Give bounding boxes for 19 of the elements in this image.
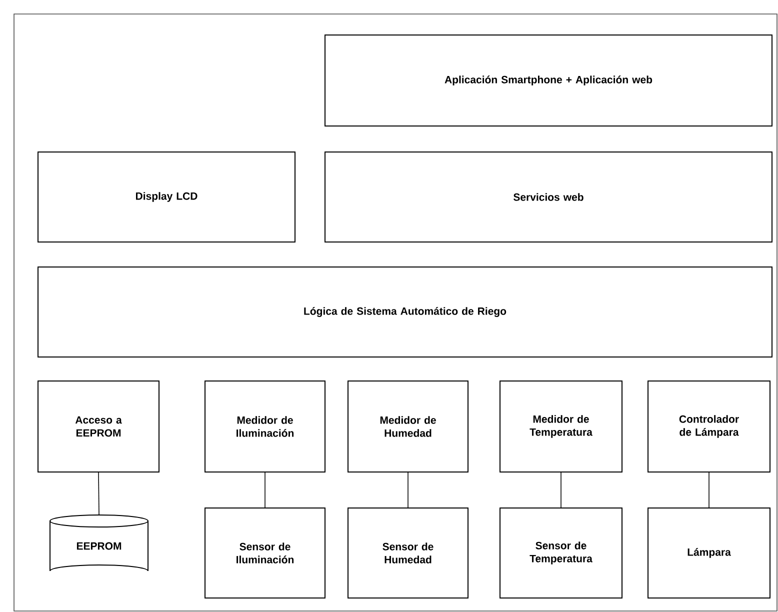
process-box: Medidor de Temperatura: [500, 380, 622, 472]
process-box: Sensor de Temperatura: [500, 508, 622, 598]
process-box: Servicios web: [324, 152, 772, 242]
process-box: Medidor de Humedad: [348, 380, 468, 472]
process-box: Medidor de Iluminación: [204, 380, 326, 472]
process-box: Display LCD: [38, 152, 296, 242]
connector-line: [708, 472, 710, 508]
process-box: Aplicación Smartphone + Aplicación web: [324, 34, 772, 126]
connector-line: [560, 472, 562, 508]
connector-line: [98, 472, 100, 516]
process-box: Lámpara: [648, 508, 770, 598]
node-label: EEPROM: [76, 542, 122, 550]
storage-cylinder: EEPROM: [50, 514, 148, 572]
process-box: Acceso a EEPROM: [38, 380, 160, 472]
connector-line: [264, 472, 266, 508]
process-box: Sensor de Iluminación: [204, 508, 326, 598]
process-box: Lógica de Sistema Automático de Riego: [38, 266, 772, 358]
process-box: Sensor de Humedad: [348, 508, 468, 598]
process-box: Controlador de Lámpara: [648, 380, 770, 472]
